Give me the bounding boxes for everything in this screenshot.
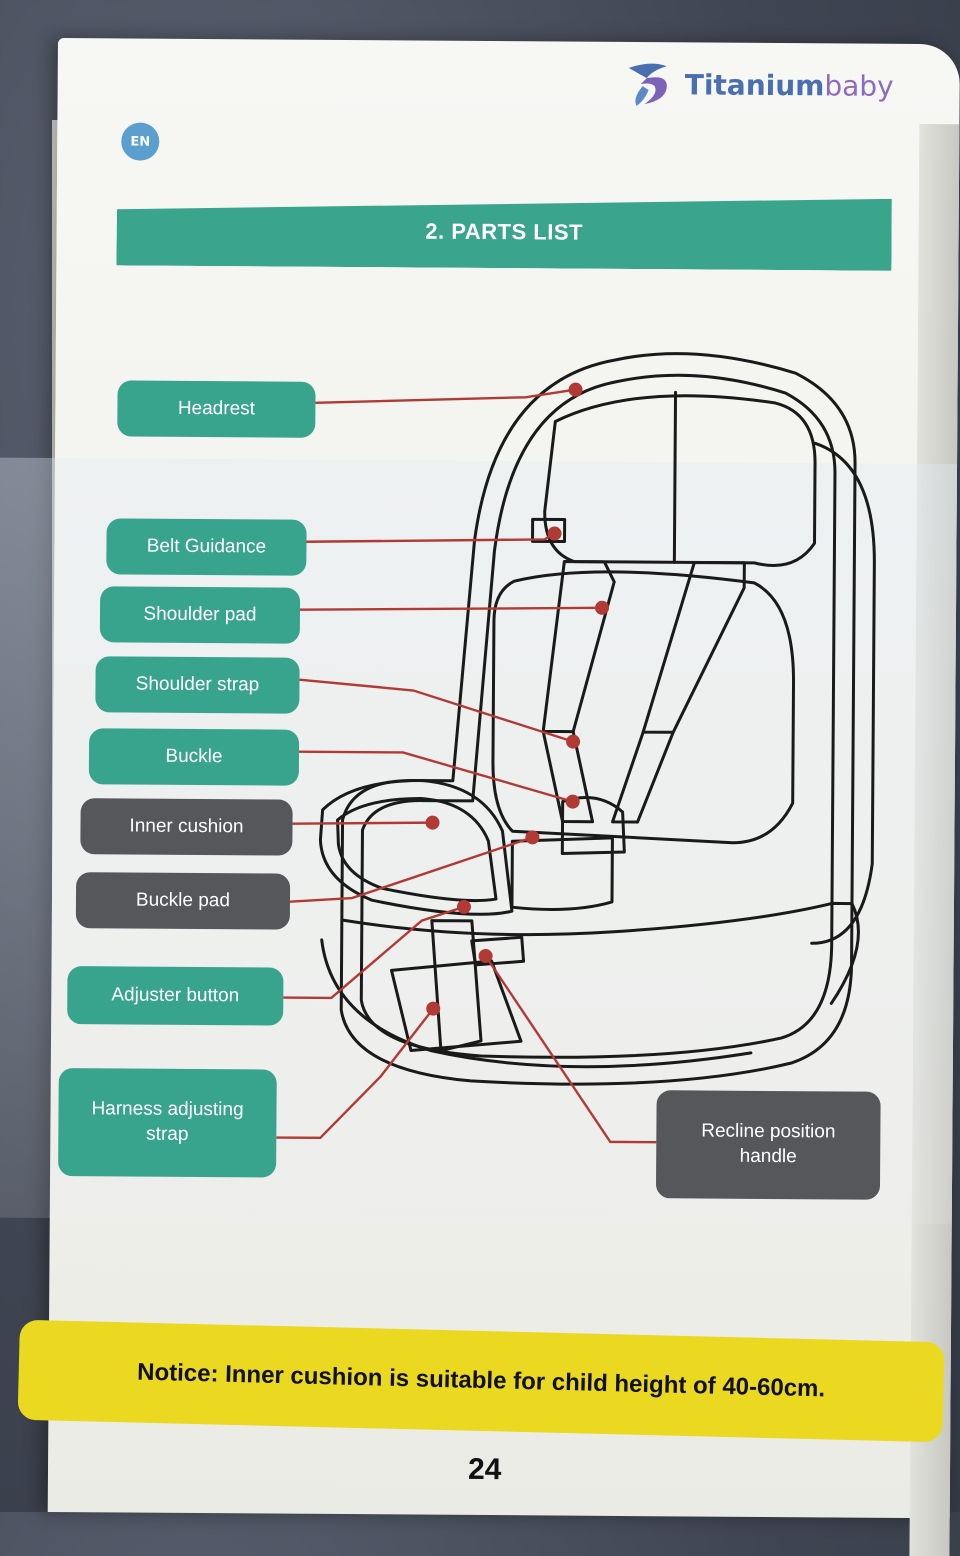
notice-text: Notice: Inner cushion is suitable for ch… (136, 1358, 826, 1403)
bleed-through-text (310, 1170, 930, 1206)
car-seat-diagram (276, 352, 876, 1144)
label-buckle-pad: Buckle pad (75, 872, 291, 930)
notice-banner: Notice: Inner cushion is suitable for ch… (17, 1319, 945, 1443)
label-adjuster-button: Adjuster button (67, 966, 284, 1026)
label-inner-cushion: Inner cushion (80, 798, 293, 856)
page-number: 24 (467, 1452, 502, 1487)
brand-logo: Titaniumbaby (623, 56, 894, 114)
label-shoulder-strap: Shoulder strap (95, 656, 300, 714)
label-shoulder-pad: Shoulder pad (99, 586, 301, 644)
label-belt-guidance: Belt Guidance (106, 518, 307, 576)
label-headrest: Headrest (117, 380, 316, 438)
manual-page: EN Titaniumbaby 2. PARTS LIST (0, 38, 960, 1556)
logo-mark-icon (628, 63, 667, 107)
label-harness-adjusting-strap: Harness adjusting strap (58, 1068, 277, 1178)
label-buckle: Buckle (88, 728, 300, 786)
